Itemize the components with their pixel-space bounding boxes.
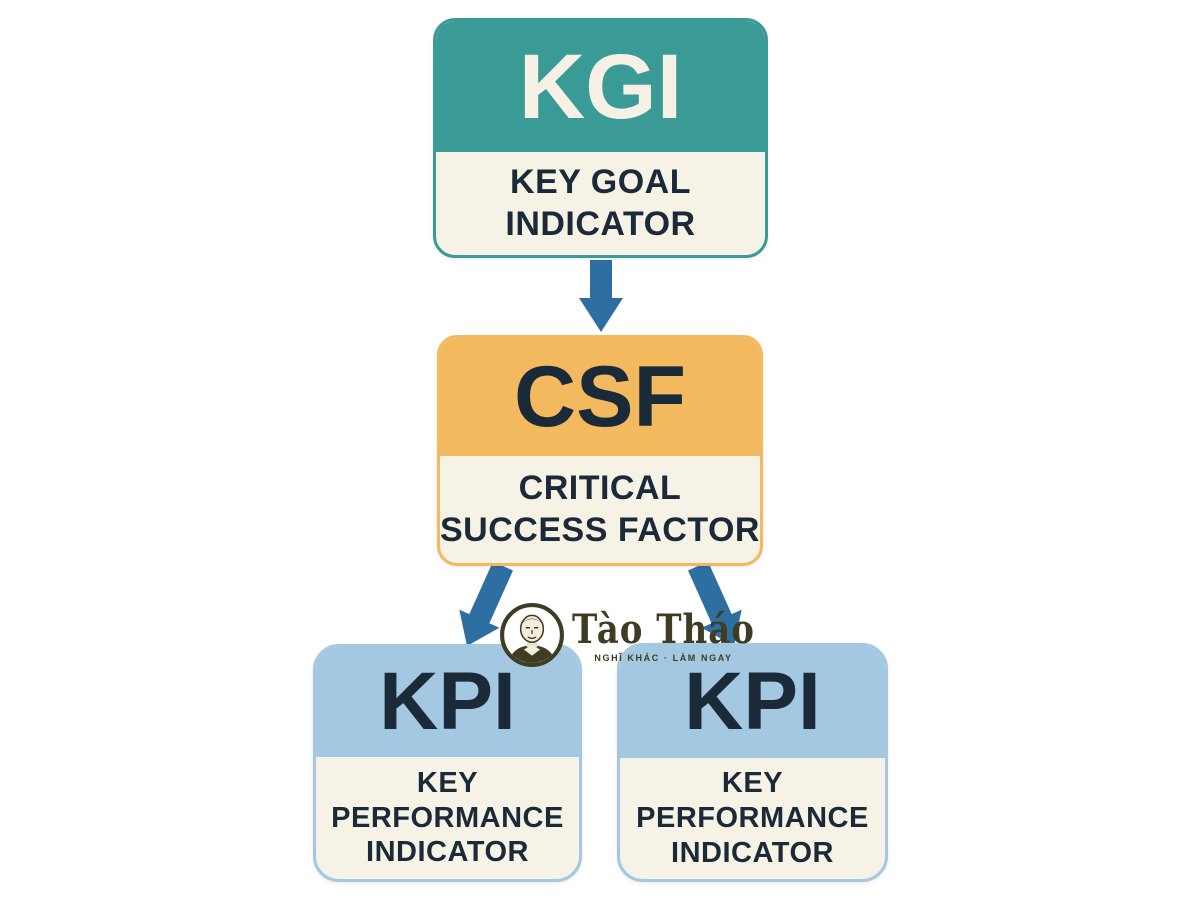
node-kgi: KGI KEY GOAL INDICATOR [433,18,768,258]
node-csf-header: CSF [440,338,760,456]
watermark-tagline: NGHĨ KHÁC · LÀM NGAY [594,653,733,663]
arrow-down-icon [579,260,623,332]
node-kpi-left-body: KEY PERFORMANCE INDICATOR [316,757,579,879]
node-csf-abbreviation: CSF [514,349,686,445]
node-kpi-right: KPI KEY PERFORMANCE INDICATOR [617,643,888,882]
node-kpi-right-body: KEY PERFORMANCE INDICATOR [620,758,885,879]
arrow-down-left-icon [459,561,513,646]
node-kpi-left: KPI KEY PERFORMANCE INDICATOR [313,644,582,882]
node-kgi-abbreviation: KGI [518,35,683,138]
node-csf-body: CRITICAL SUCCESS FACTOR [440,456,760,563]
node-kgi-body: KEY GOAL INDICATOR [436,152,765,255]
node-kpi-left-label: KEY PERFORMANCE INDICATOR [331,766,564,869]
man-portrait-icon [500,603,564,667]
node-csf-label: CRITICAL SUCCESS FACTOR [440,469,760,549]
node-kpi-right-abbreviation: KPI [684,656,821,747]
node-kpi-right-label: KEY PERFORMANCE INDICATOR [636,767,869,869]
node-kgi-header: KGI [436,21,765,152]
watermark-brand: Tào Tháo [572,606,755,654]
watermark: Tào Tháo NGHĨ KHÁC · LÀM NGAY [499,602,755,668]
node-kpi-left-abbreviation: KPI [379,656,516,747]
node-kgi-label: KEY GOAL INDICATOR [505,163,696,243]
arrow-down-right-icon [688,561,742,646]
watermark-text: Tào Tháo NGHĨ KHÁC · LÀM NGAY [572,602,755,663]
node-kpi-right-header: KPI [620,646,885,758]
node-csf: CSF CRITICAL SUCCESS FACTOR [437,335,763,566]
